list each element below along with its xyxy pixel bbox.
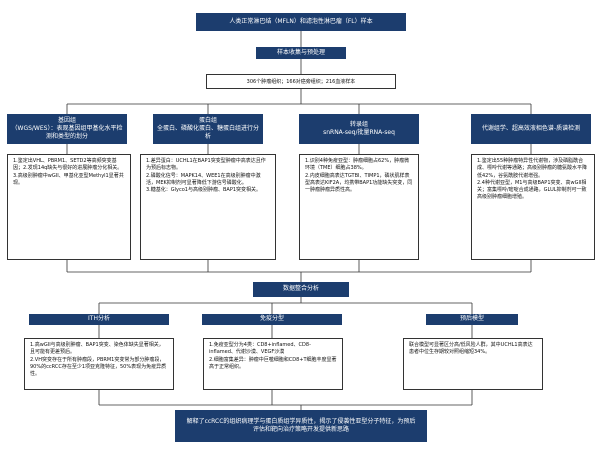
conclusion-box: 解释了ccRCC的组织病理学与蛋白质组学异质性，揭示了侵袭性亚型分子特征，为预后… — [175, 410, 427, 442]
analysis-header-prognosis: 预后模型 — [426, 314, 518, 325]
analysis-findings-immune: 1.免疫亚型分为4类：CD8+inflamed、CD8-inflamed、代谢沙… — [203, 338, 343, 390]
integration-box: 数据整合分析 — [253, 282, 349, 297]
omics-header-metabolomics: 代谢组学、超高效液相色谱-质谱检测 — [471, 114, 591, 144]
omics-findings-genomics: 1.鉴定出VHL、PBRM1、SETD2等高频突变基因；2.发现14q缺失与很好… — [7, 154, 131, 260]
analysis-header-immune: 免疫分型 — [202, 314, 342, 325]
analysis-findings-ith: 1.高wGII与高级别肿瘤、BAP1突变、染色体缺失显著相关，且可能有更差预后。… — [24, 338, 174, 390]
omics-findings-transcriptomics: 1.识别4种免疫亚型：肿瘤细胞占62%，肿瘤微环境（TME）细胞占38%。 2.… — [299, 154, 419, 260]
analysis-header-ith: ITH分析 — [29, 314, 169, 325]
omics-header-transcriptomics: 转录组 snRNA-seq/批量RNA-seq — [299, 114, 419, 144]
sample-counts-box: 306个肿瘤组织；166对癌旁组织；216血液样本 — [206, 74, 396, 89]
analysis-findings-prognosis: 联合模型可显著区分高/低风险人群，其中UCHL1高表达患者中位生存期较对照组缩短… — [403, 338, 543, 390]
sample-processing-box: 样本收集与预处理 — [256, 47, 346, 59]
omics-findings-metabolomics: 1.鉴定出55种肿瘤特异性代谢物，涉及磷脂酰合成、嘌呤代谢等通路；高级别肿瘤的糖… — [471, 154, 595, 260]
title-box: 人类正常淋巴结（MFLN）和滤泡性淋巴瘤（FL）样本 — [196, 13, 406, 31]
omics-header-proteomics: 蛋白组 全蛋白、磷酸化蛋白、糖蛋白组进行分析 — [153, 114, 263, 144]
omics-findings-proteomics: 1.差异蛋白：UCHL1在BAP1突变型肿瘤中高表达且作为预后标志物。 2.磷酸… — [140, 154, 276, 260]
omics-header-genomics: 基因组 （WGS/WES）：表观基因组甲基化水平检测和类型的划分 — [7, 114, 127, 144]
